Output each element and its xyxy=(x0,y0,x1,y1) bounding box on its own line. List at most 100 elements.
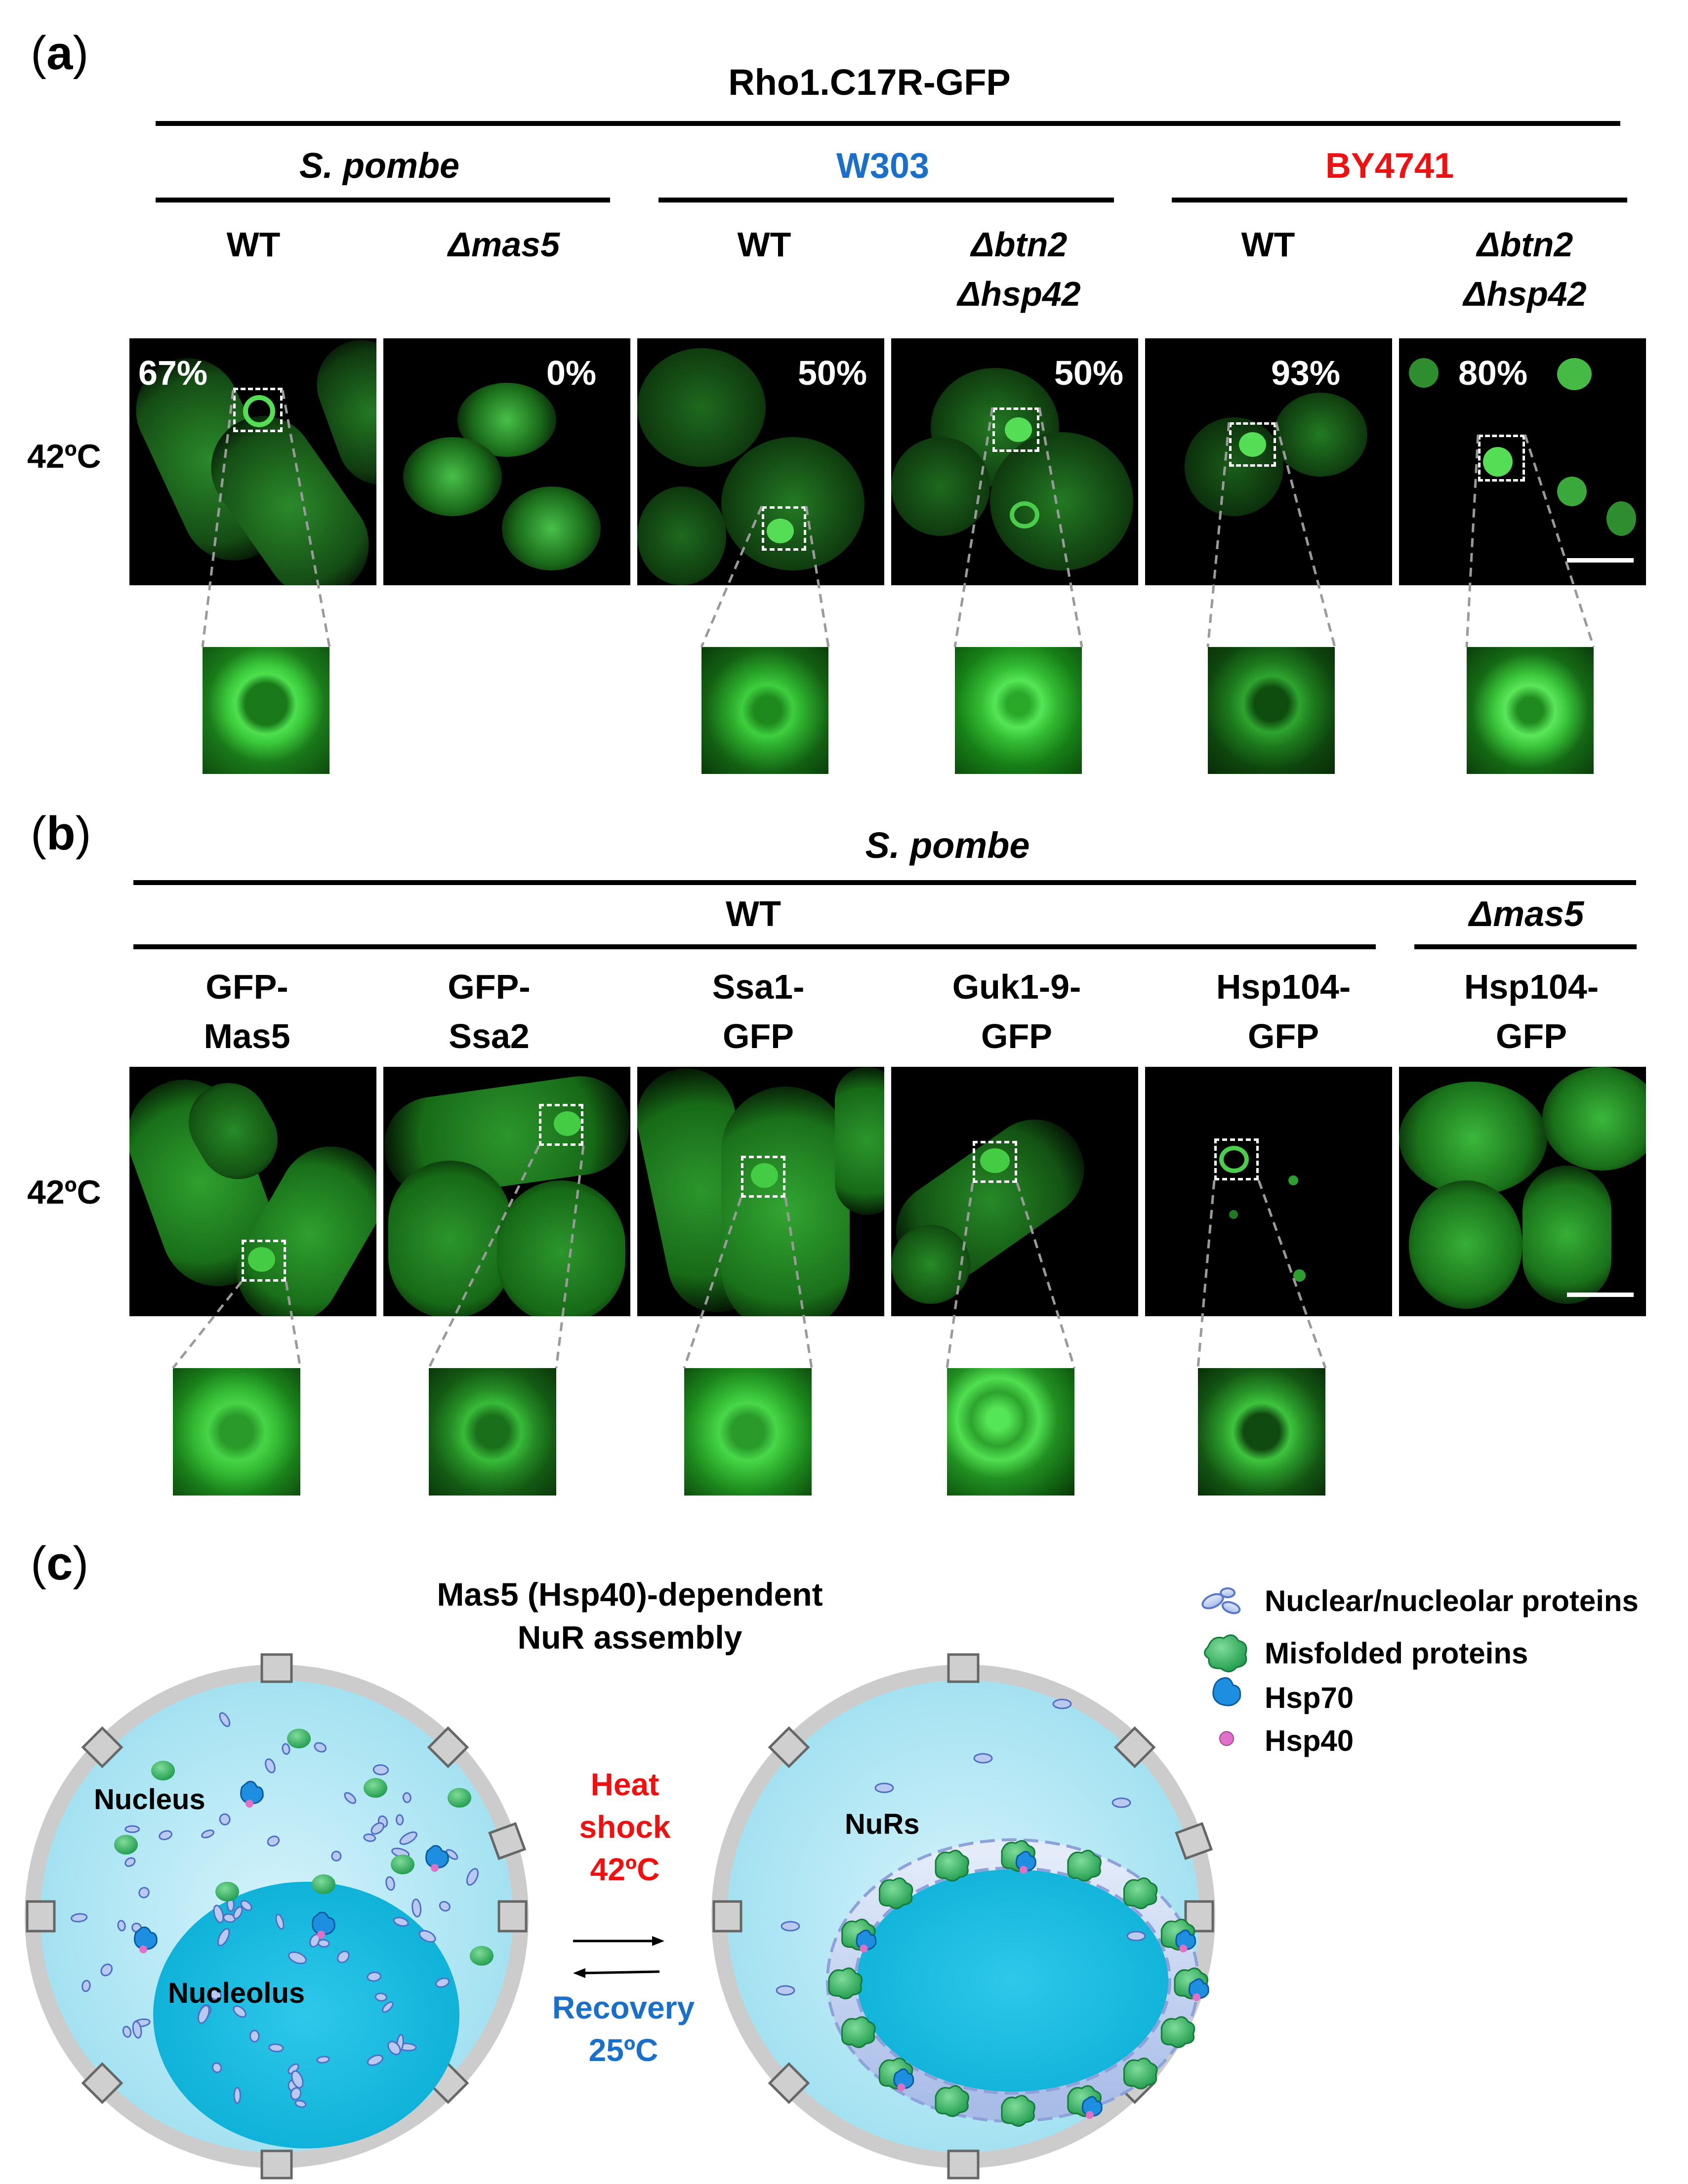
group-w303: W303 xyxy=(836,146,930,186)
nuclear-protein xyxy=(372,1764,389,1776)
nur-hsp70 xyxy=(856,1929,877,1950)
nuclear-protein xyxy=(233,2005,247,2018)
nur-misfolded-protein xyxy=(935,1850,969,1882)
zoom-box-b2 xyxy=(539,1104,583,1146)
nuclear-protein xyxy=(294,2100,307,2108)
nuclear-protein xyxy=(367,1971,382,1982)
nur-hsp70 xyxy=(1081,2096,1103,2117)
nuclear-protein xyxy=(973,1753,993,1764)
nuclear-protein xyxy=(385,1876,395,1891)
nuclear-protein xyxy=(374,1992,388,2002)
nuclear-protein xyxy=(387,2041,401,2056)
percent-a1: 67% xyxy=(138,354,208,392)
nuclear-protein xyxy=(291,2070,304,2089)
micrograph-a1: 67% xyxy=(129,338,376,585)
nuclear-protein xyxy=(268,2043,284,2053)
nur-hsp40 xyxy=(1020,1866,1028,1874)
misfolded-protein-icon xyxy=(1204,1634,1247,1672)
nur-hsp40 xyxy=(1085,2111,1094,2119)
nuclear-protein xyxy=(240,1900,252,1911)
zoom-connector-line xyxy=(1275,422,1336,647)
nur-misfolded-protein xyxy=(1160,2016,1195,2048)
panel-c-title-line1: Mas5 (Hsp40)-dependent xyxy=(437,1576,823,1613)
nur-misfolded-protein xyxy=(1067,1850,1102,1882)
nucleolus-label: Nucleolus xyxy=(168,1977,305,2009)
zoom-connector-line xyxy=(281,390,331,647)
hsp40-protein xyxy=(317,1931,325,1939)
hsp70-protein xyxy=(425,1845,449,1868)
nuclear-protein xyxy=(211,2062,222,2073)
zoom-connector-line xyxy=(1257,1180,1327,1369)
nuclear-protein xyxy=(337,1950,350,1963)
zoom-box-b4 xyxy=(973,1141,1017,1183)
col-a3-header: WT xyxy=(737,225,791,264)
nuclear-protein xyxy=(874,1782,894,1793)
hsp70-protein xyxy=(240,1780,264,1804)
zoom-box-b1 xyxy=(242,1240,286,1282)
nuclear-protein xyxy=(138,1887,150,1899)
zoom-connector-line xyxy=(285,1281,302,1369)
nuclear-protein xyxy=(412,1899,422,1918)
nuclear-protein xyxy=(223,1913,236,1923)
zoom-connector-line xyxy=(1465,434,1480,647)
nuclear-protein xyxy=(418,1930,436,1943)
zoom-box-a6 xyxy=(1478,435,1525,482)
col-b1-header: GFP-Mas5 xyxy=(204,968,290,1055)
nuclear-protein xyxy=(201,1829,215,1839)
nur-hsp40 xyxy=(860,1944,868,1953)
nucleus-label: Nucleus xyxy=(94,1783,206,1816)
zoom-connector-line xyxy=(1206,422,1231,647)
nur-hsp70 xyxy=(1188,1978,1209,1999)
nuclear-protein xyxy=(124,1825,140,1833)
nur-hsp70 xyxy=(893,2068,914,2089)
misfolded-protein xyxy=(215,1882,239,1901)
col-b6-header: Hsp104-GFP xyxy=(1464,968,1599,1055)
zoom-box-b3 xyxy=(741,1156,785,1198)
nuclear-protein xyxy=(124,1857,136,1867)
micrograph-b6 xyxy=(1399,1067,1646,1316)
nuclear-protein xyxy=(393,1917,409,1927)
micrograph-b3 xyxy=(637,1067,884,1316)
nuclear-protein xyxy=(399,1831,417,1845)
nuclear-protein xyxy=(331,1851,342,1861)
panel-b-title: S. pombe xyxy=(865,825,1030,866)
group-spombe: S. pombe xyxy=(299,146,460,186)
misfolded-protein xyxy=(151,1761,175,1780)
col-b4-header: Guk1-9-GFP xyxy=(952,968,1081,1055)
nur-misfolded-protein xyxy=(878,1877,913,1909)
hsp40-icon xyxy=(1219,1731,1234,1746)
nuclear-protein xyxy=(197,2005,210,2024)
nur-misfolded-protein xyxy=(828,1967,863,1999)
group-spombe-rule xyxy=(156,198,610,202)
zoom-connector-line xyxy=(805,506,830,647)
zoom-box-a4 xyxy=(992,407,1039,452)
inset-a6 xyxy=(1467,647,1594,774)
panel-b-title-rule xyxy=(133,880,1636,885)
nuclear-protein xyxy=(159,1830,173,1840)
legend-item-misfolded-proteins: Misfolded proteins xyxy=(1265,1637,1528,1670)
nuclear-protein xyxy=(446,1849,458,1860)
nuclear-protein xyxy=(363,1833,376,1842)
hsp70-protein xyxy=(134,1926,158,1950)
nuclear-protein xyxy=(117,1920,126,1932)
inset-b4 xyxy=(947,1368,1074,1496)
percent-a3: 50% xyxy=(798,354,867,392)
nuclear-protein xyxy=(217,1928,230,1946)
hsp40-protein xyxy=(431,1864,439,1872)
micrograph-b5 xyxy=(1145,1067,1392,1316)
nuclear-protein xyxy=(208,1989,222,2000)
micrograph-a3: 50% xyxy=(637,338,884,585)
nuclear-protein xyxy=(382,2001,394,2013)
nuclear-protein xyxy=(316,2056,330,2063)
group-wt: WT xyxy=(726,894,781,934)
nuclear-protein xyxy=(288,1951,307,1965)
panel-a-title-rule xyxy=(156,121,1620,126)
nuclear-protein xyxy=(1052,1699,1072,1709)
nuclear-protein xyxy=(1126,1931,1146,1941)
hsp40-protein xyxy=(246,1800,253,1808)
nur-hsp70 xyxy=(1015,1851,1036,1872)
zoom-box-a5 xyxy=(1229,422,1276,467)
zoom-box-a1 xyxy=(233,388,283,432)
